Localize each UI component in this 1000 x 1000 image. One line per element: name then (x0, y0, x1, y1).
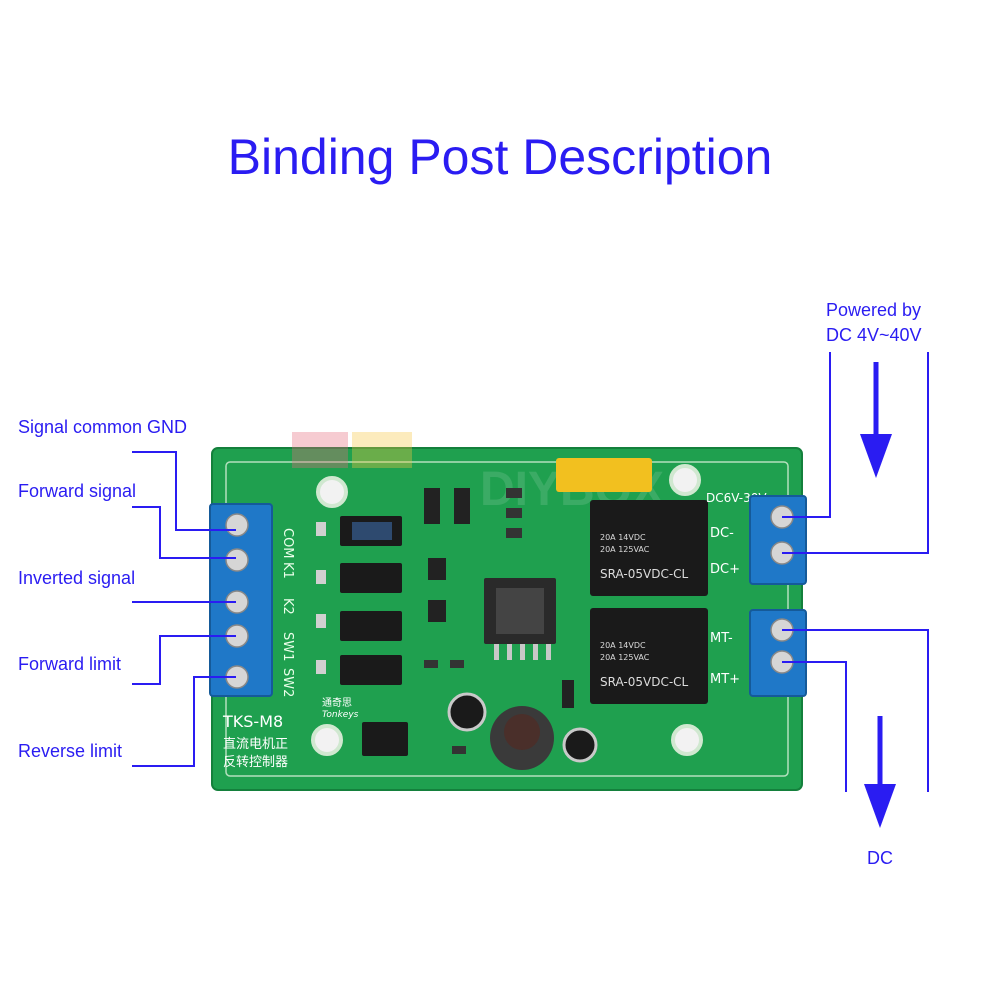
leader-motor-pos (782, 661, 847, 792)
watermark-block-red (292, 432, 348, 468)
leader-power-neg (782, 352, 831, 518)
regulator-u1-pins (494, 644, 551, 660)
silk-k1: K1 (280, 562, 295, 579)
film-capacitor (556, 458, 652, 492)
leader-lines (132, 352, 929, 792)
silk-chinese-line2: 反转控制器 (223, 755, 288, 770)
relay-ry2-model: SRA-05VDC-CL (600, 567, 689, 581)
optocoupler-u4 (340, 563, 402, 593)
silk-mt-plus: MT+ (710, 672, 740, 687)
leader-forward-signal (132, 506, 236, 559)
silk-mt-minus: MT- (710, 631, 733, 646)
leader-power-pos (782, 352, 929, 554)
leader-reverse-limit (132, 676, 236, 767)
resistor-r7 (316, 570, 326, 584)
resistor-r9 (316, 614, 326, 628)
relay-ry1-model: SRA-05VDC-CL (600, 675, 689, 689)
mounting-hole (669, 464, 701, 496)
callout-signal-common-gnd: Signal common GND (18, 417, 188, 437)
diode-d1 (454, 488, 470, 524)
leader-signal-common-gnd (132, 451, 236, 531)
callout-forward-signal: Forward signal (18, 481, 137, 501)
callout-power-line1: Powered by (826, 300, 922, 320)
callout-forward-limit: Forward limit (18, 654, 122, 674)
silk-brand-cn: 通奇思 (322, 696, 352, 709)
resistor-r2 (424, 660, 438, 668)
leader-motor-neg (782, 629, 929, 792)
arrow-down-icon (864, 716, 896, 828)
relay-ry1-spec2: 20A 125VAC (600, 653, 650, 662)
optocoupler-u3-highlight (352, 522, 392, 540)
silk-dc-plus: DC+ (710, 562, 740, 577)
silk-brand: Tonkeys (322, 710, 359, 720)
silk-k2: K2 (280, 598, 295, 615)
callout-inverted-signal: Inverted signal (18, 568, 136, 588)
relay-ry1 (590, 608, 708, 704)
mounting-hole (671, 724, 703, 756)
transistor-q1 (428, 558, 446, 580)
relay-ry2-spec1: 20A 14VDC (600, 533, 646, 542)
watermark-block-yellow (352, 432, 412, 468)
silk-sw1: SW1 (280, 632, 295, 661)
pcb-board: DIYBOX (209, 432, 807, 791)
diode-d4 (562, 680, 574, 708)
relay-ry1-spec1: 20A 14VDC (600, 641, 646, 650)
resistor-r10 (316, 660, 326, 674)
capacitor-c1 (562, 727, 598, 763)
callout-power-line2: DC 4V~40V (826, 325, 922, 345)
inductor-core (504, 714, 540, 750)
mounting-hole (311, 724, 343, 756)
leader-forward-limit (132, 635, 236, 685)
silk-sw2: SW2 (280, 668, 295, 697)
silk-com: COM (280, 528, 295, 559)
resistor-r1 (506, 528, 522, 538)
relay-ry2 (590, 500, 708, 596)
regulator-u1-tab (496, 588, 544, 634)
resistor-r6 (316, 522, 326, 536)
resistor-r3 (506, 508, 522, 518)
silk-chinese-line1: 直流电机正 (223, 737, 288, 752)
resistor-r4 (506, 488, 522, 498)
arrow-down-icon (860, 362, 892, 478)
page-title: Binding Post Description (227, 129, 773, 185)
relay-ry2-spec2: 20A 125VAC (600, 545, 650, 554)
silk-dc-minus: DC- (710, 526, 734, 541)
resistor-r8 (452, 746, 466, 754)
ic-u7 (362, 722, 408, 756)
callout-motor-output: DC (867, 848, 893, 868)
silk-model: TKS-M8 (222, 712, 283, 731)
optocoupler-u6 (340, 655, 402, 685)
callout-reverse-limit: Reverse limit (18, 741, 123, 761)
resistor-r5 (450, 660, 464, 668)
transistor-q2 (428, 600, 446, 622)
mounting-hole (316, 476, 348, 508)
optocoupler-u5 (340, 611, 402, 641)
capacitor-c2 (447, 692, 487, 732)
diode-d3 (424, 488, 440, 524)
